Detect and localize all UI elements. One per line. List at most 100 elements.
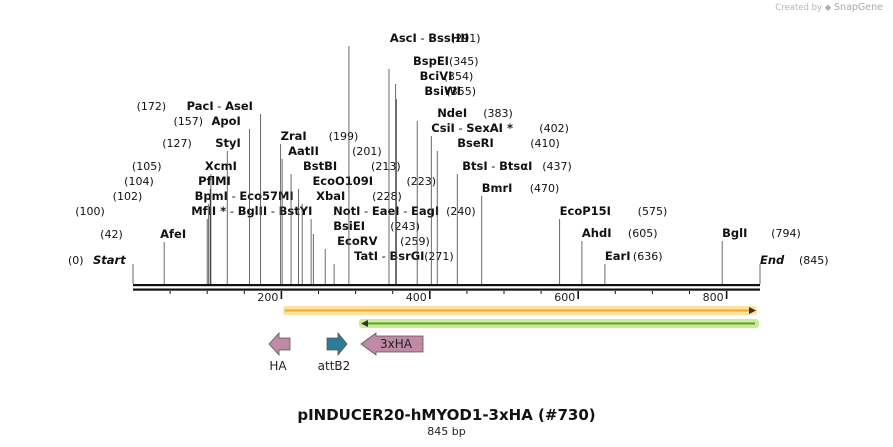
site-position: (345) xyxy=(449,55,479,68)
site-ndei: (383) NdeI xyxy=(416,106,513,284)
site-bspei: (345)BspEI xyxy=(388,54,479,284)
site-position: (410) xyxy=(530,137,560,150)
site-bgli: (794) BglI xyxy=(721,226,801,284)
site-enzyme-name: ApoI xyxy=(211,114,240,128)
site-enzyme-name: BssHII xyxy=(428,31,469,45)
start-marker: (0) Start xyxy=(68,253,134,284)
site-position: (355) xyxy=(446,85,476,98)
site-name: EcoRV xyxy=(337,234,377,248)
site-name: StyI xyxy=(215,136,241,150)
site-position: (402) xyxy=(539,122,569,135)
site-name: AatII xyxy=(288,144,319,158)
site-enzyme-name: EcoRV xyxy=(337,234,377,248)
site-position: (794) xyxy=(771,227,801,240)
end-marker: End(845) xyxy=(759,253,829,284)
site-name: TatI - BsrGI xyxy=(354,249,424,263)
site-enzyme-name: EarI xyxy=(605,249,631,263)
site-enzyme-name: EaeI xyxy=(372,204,400,218)
orf-reverse-arrowhead xyxy=(361,320,368,327)
feature-ha-label: HA xyxy=(269,359,287,373)
site-enzyme-name: StyI xyxy=(215,136,241,150)
site-ecop15i: (575) EcoP15I xyxy=(559,204,668,284)
site-noti: (240)NotI - EaeI - EagI xyxy=(310,204,476,284)
site-enzyme-name: BtsI xyxy=(462,159,487,173)
site-bmri: (470)BmrI xyxy=(481,181,560,284)
site-name: XcmI xyxy=(205,159,237,173)
site-ecoo109i: (223)EcoO109I xyxy=(298,174,436,284)
site-enzyme-name: BseRI xyxy=(457,136,494,150)
site-name: BglI xyxy=(722,226,747,240)
end-position: (845) xyxy=(799,254,829,267)
site-name: AfeI xyxy=(160,227,186,241)
site-position: (259) xyxy=(400,235,430,248)
site-enzyme-name: XcmI xyxy=(205,159,237,173)
site-position: (575) xyxy=(638,205,668,218)
sequence-map: (42)AfeI(100)MfII * - BglII - BstYI(102)… xyxy=(68,31,829,373)
site-afei: (42)AfeI xyxy=(100,227,186,284)
start-label: Start xyxy=(93,253,126,267)
site-name: EcoO109I xyxy=(312,174,373,188)
site-bcivi: (354)BciVI xyxy=(395,69,474,284)
site-enzyme-name: ZraI xyxy=(281,129,307,143)
site-xbai: (228) XbaI xyxy=(301,189,402,284)
feature-attb2-arrow xyxy=(326,331,348,357)
site-aatii: (201) AatII xyxy=(281,144,382,284)
site-position: (213) xyxy=(371,160,401,173)
site-mfii: (100)MfII * - BglII - BstYI xyxy=(75,204,312,284)
feature-3xha-arrow xyxy=(360,332,424,356)
site-enzyme-name: BciVI xyxy=(420,69,453,83)
site-enzyme-name: Eco57MI xyxy=(239,189,293,203)
site-enzyme-name: BglII xyxy=(238,204,267,218)
site-name: CsiI - SexAI * xyxy=(431,121,513,135)
ruler-tick-label: 800 xyxy=(703,291,724,304)
site-enzyme-name: AscI xyxy=(390,31,417,45)
backbone-bottom-strand xyxy=(133,288,760,291)
site-csii: (402) CsiI - SexAI * xyxy=(430,121,569,284)
site-position: (470) xyxy=(530,182,560,195)
site-name: PflMI xyxy=(198,174,231,188)
site-enzyme-name: PflMI xyxy=(198,174,231,188)
site-position: (243) xyxy=(390,220,420,233)
site-enzyme-name: BglI xyxy=(722,226,747,240)
site-position: (228) xyxy=(372,190,402,203)
site-enzyme-name: EcoP15I xyxy=(560,204,611,218)
site-name: MfII * - BglII - BstYI xyxy=(191,204,312,218)
site-enzyme-name: BpmI xyxy=(195,189,228,203)
feature-attb2: attB2 xyxy=(318,331,351,373)
site-name: EcoP15I xyxy=(560,204,611,218)
site-position: (383) xyxy=(483,107,513,120)
start-position: (0) xyxy=(68,254,84,267)
site-name: BspEI xyxy=(413,54,449,68)
site-position: (172) xyxy=(137,100,167,113)
site-styi: (127)StyI xyxy=(162,136,241,284)
site-name: NotI - EaeI - EagI xyxy=(333,204,439,218)
site-bsiwi: (355)BsiWI xyxy=(396,84,476,284)
site-name: BseRI xyxy=(457,136,494,150)
snapgene-credit: Created by ◆ SnapGene xyxy=(775,2,883,13)
site-enzyme-name: BtsαI xyxy=(499,159,532,173)
backbone-top-strand xyxy=(133,284,760,287)
site-enzyme-name: AfeI xyxy=(160,227,186,241)
site-xcmi: (105) XcmI xyxy=(132,159,237,284)
site-ahdi: (605)AhdI xyxy=(581,226,658,284)
feature-attb2-label: attB2 xyxy=(318,359,351,373)
site-enzyme-name: AatII xyxy=(288,144,319,158)
site-name: NdeI xyxy=(437,106,467,120)
ruler-tick-label: 200 xyxy=(257,291,278,304)
site-position: (201) xyxy=(352,145,382,158)
site-position: (105) xyxy=(132,160,162,173)
site-name: AhdI xyxy=(582,226,612,240)
site-enzyme-name: XbaI xyxy=(316,189,345,203)
map-title: pINDUCER20-hMYOD1-3xHA (#730) xyxy=(297,406,596,424)
site-name: ApoI xyxy=(211,114,240,128)
site-position: (102) xyxy=(113,190,143,203)
site-name: BtsI - BtsαI xyxy=(462,159,532,173)
feature-ha: HA xyxy=(268,331,291,373)
site-name: BpmI - Eco57MI xyxy=(195,189,294,203)
site-position: (354) xyxy=(444,70,474,83)
site-btsi: (437)BtsI - BtsαI xyxy=(456,159,572,284)
site-name: BsiWI xyxy=(424,84,461,98)
orf-forward-arrowhead xyxy=(749,307,756,314)
feature-ha-arrow xyxy=(268,331,291,357)
